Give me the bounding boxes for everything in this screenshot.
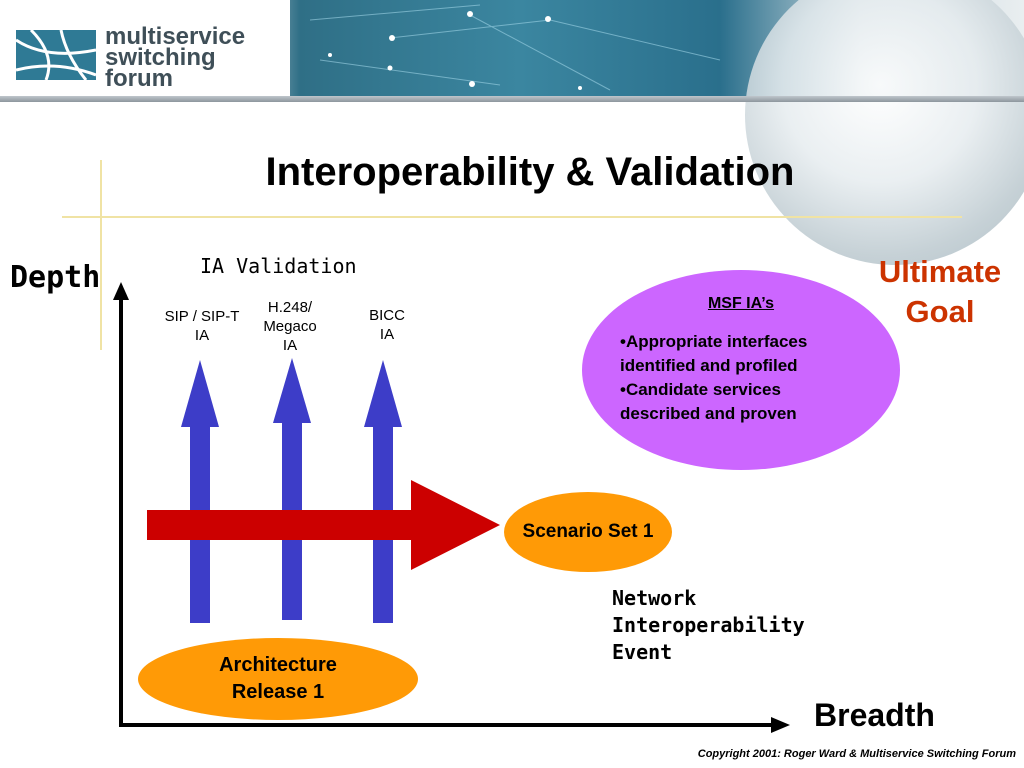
network-line: Event (612, 640, 673, 664)
network-event-label: Network Interoperability Event (612, 585, 805, 666)
network-line: Interoperability (612, 613, 805, 637)
list-item: •Appropriate interfaces (620, 332, 808, 351)
breadth-axis-label: Breadth (814, 697, 935, 733)
list-item: •Candidate services (620, 380, 781, 399)
msf-ia-ellipse (582, 270, 900, 470)
protocol-line: IA (282, 337, 298, 354)
logo-line: multiservice (105, 23, 246, 50)
y-axis-arrowhead (113, 282, 129, 300)
logo-line: switching (105, 44, 216, 71)
protocol-label-bicc: BICC IA (352, 306, 422, 344)
page-title: Interoperability & Validation (265, 150, 795, 194)
logo-line: forum (105, 65, 173, 92)
scenario-set-label: Scenario Set 1 (522, 521, 654, 542)
msf-ia-title: MSF IA’s (707, 295, 775, 312)
scenario-set-ellipse: Scenario Set 1 (504, 492, 672, 572)
banner-divider (0, 96, 1024, 102)
axes (113, 282, 790, 733)
goal-line: Goal (905, 294, 975, 329)
guide-line-horizontal (62, 216, 962, 218)
goal-line: Ultimate (878, 254, 1002, 289)
protocol-line: IA (194, 327, 210, 344)
logo-area: multiservice switching forum (0, 0, 290, 96)
protocol-line: Megaco (263, 318, 317, 335)
network-line: Network (612, 586, 697, 610)
star-network-graphic (309, 4, 721, 91)
x-axis-arrowhead (771, 717, 790, 733)
blue-arrow-h248 (273, 358, 311, 620)
ia-validation-label: IA Validation (200, 254, 357, 278)
msf-logo-icon (16, 30, 96, 80)
blue-arrows (181, 358, 402, 623)
list-item: identified and profiled (620, 356, 798, 375)
msf-ia-list: •Appropriate interfaces identified and p… (620, 330, 880, 426)
blue-arrow-bicc (364, 360, 402, 623)
header-banner: multiservice switching forum (0, 0, 1024, 265)
globe-image (745, 0, 1024, 265)
architecture-release-ellipse: Architecture Release 1 (138, 638, 418, 720)
logo-text: multiservice switching forum (105, 23, 246, 92)
guide-line-vertical (100, 160, 102, 350)
architecture-line: Release 1 (231, 681, 325, 703)
red-arrow (147, 480, 500, 570)
protocol-line: BICC (369, 307, 405, 324)
blue-arrow-sip (181, 360, 219, 623)
ultimate-goal-label: Ultimate Goal (860, 252, 1020, 332)
protocol-line: H.248/ (267, 299, 313, 316)
list-item: described and proven (620, 404, 797, 423)
protocol-line: SIP / SIP-T (164, 308, 240, 325)
protocol-label-h248: H.248/ Megaco IA (250, 298, 330, 355)
protocol-line: IA (379, 326, 395, 343)
architecture-line: Architecture (219, 654, 337, 676)
depth-axis-label: Depth (10, 260, 101, 295)
protocol-label-sip: SIP / SIP-T IA (152, 307, 252, 345)
copyright-footer: Copyright 2001: Roger Ward & Multiservic… (697, 748, 1016, 760)
